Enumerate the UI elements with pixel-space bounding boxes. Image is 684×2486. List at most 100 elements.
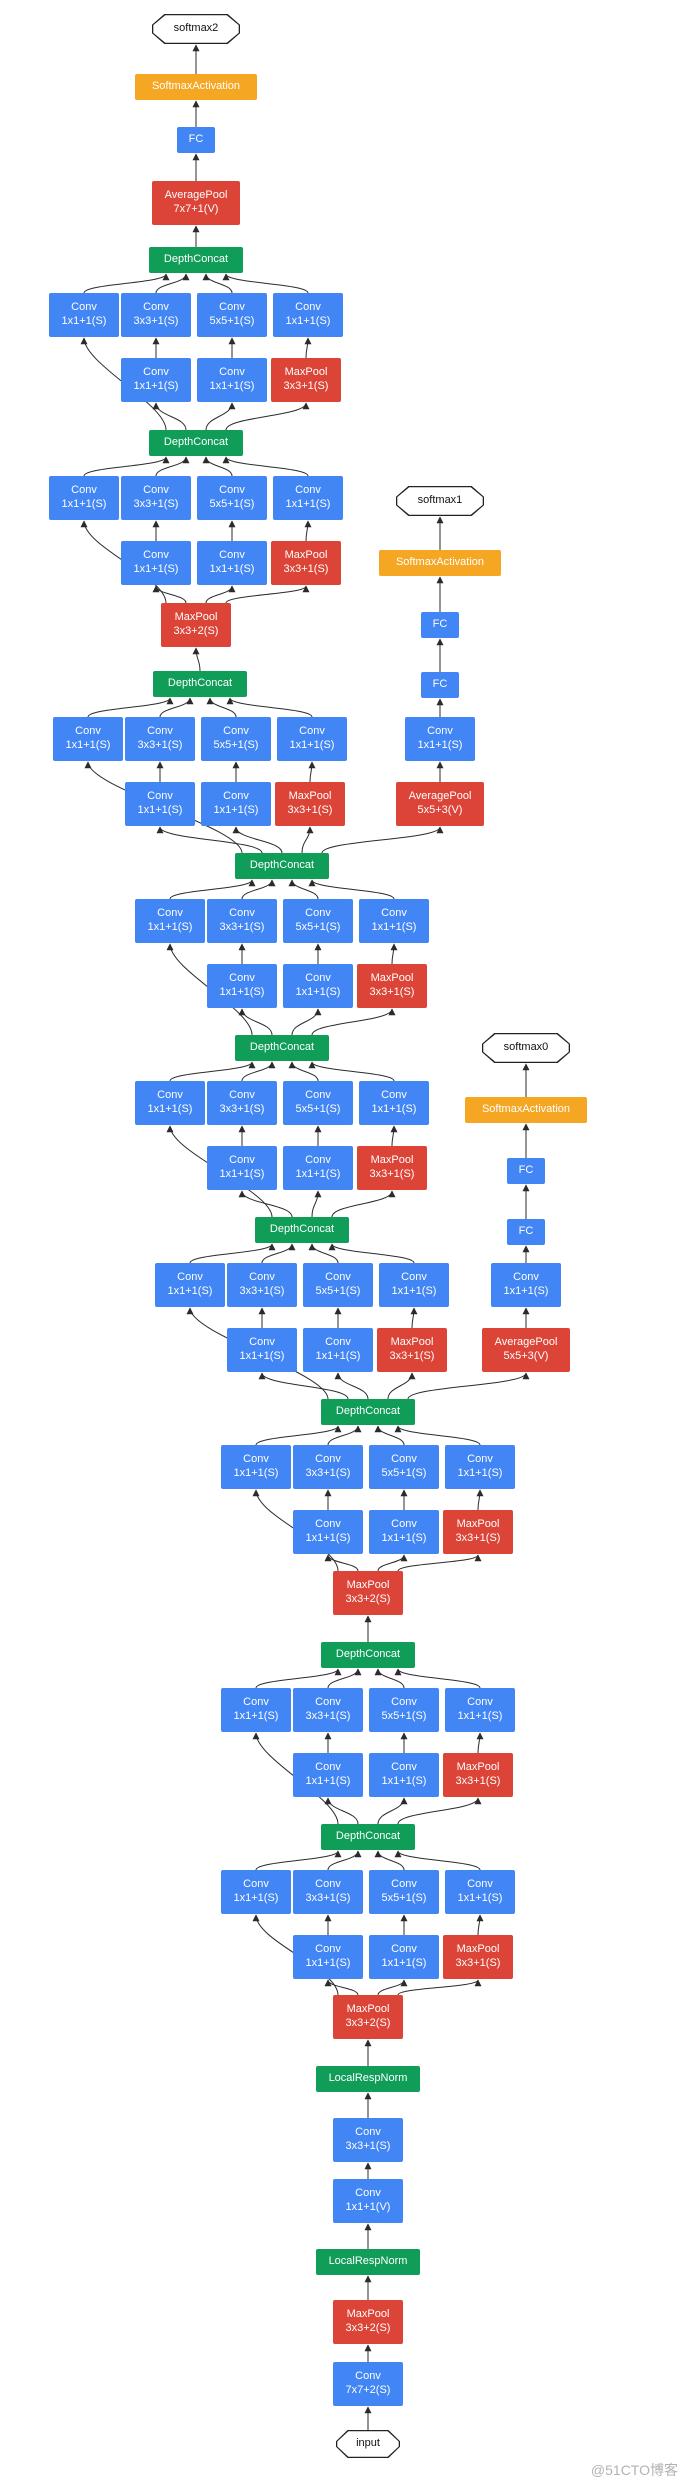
node-label: MaxPool (284, 549, 328, 562)
node-label: 1x1+1(S) (381, 1532, 427, 1544)
node-label: Conv (325, 1336, 351, 1349)
node-label: Conv (467, 1878, 493, 1891)
node-label: 1x1+1(S) (137, 804, 183, 816)
node-label: 5x5+3(V) (503, 1350, 549, 1362)
node-5a-concat: DepthConcat (149, 430, 243, 456)
node-label: FC (518, 1225, 534, 1238)
node-label: 1x1+1(S) (147, 1103, 193, 1115)
edge-4d-conv1x1-4d-concat (169, 879, 256, 900)
edge-pool3-4a-reduce3x3 (324, 1554, 359, 1572)
edge-4b-conv5x5-4b-concat (308, 1243, 339, 1264)
node-label: 3x3+1(S) (389, 1350, 435, 1362)
node-label: Conv (401, 1271, 427, 1284)
edge-4c-poolproj-4c-concat (308, 1061, 395, 1082)
node-label: Conv (219, 366, 245, 379)
node-label: Conv (71, 484, 97, 497)
node-label: FC (432, 678, 448, 691)
node-label: Conv (143, 366, 169, 379)
node-label: 3x3+1(S) (305, 1467, 351, 1479)
node-label: 1x1+1(S) (219, 1168, 265, 1180)
node-3b-concat: DepthConcat (321, 1642, 415, 1668)
edge-4a-conv5x5-4a-concat (374, 1425, 405, 1446)
node-label: Conv (219, 301, 245, 314)
node-label: 1x1+1(S) (305, 1775, 351, 1787)
node-label: 1x1+1(S) (503, 1285, 549, 1297)
node-label: MaxPool (346, 1579, 390, 1592)
node-label: AveragePool (408, 790, 472, 803)
edge-4a-conv1x1-4a-concat (255, 1425, 342, 1446)
node-label: SoftmaxActivation (151, 80, 241, 93)
node-label: DepthConcat (335, 1830, 401, 1843)
node-label: Conv (223, 790, 249, 803)
node-label: 3x3+1(S) (305, 1710, 351, 1722)
node-label: SoftmaxActivation (481, 1103, 571, 1116)
node-label: 1x1+1(S) (147, 921, 193, 933)
node-label: Conv (143, 549, 169, 562)
edge-4a-concat-aux0-avgpool (407, 1372, 530, 1400)
node-label: Conv (143, 484, 169, 497)
edge-4d-concat-aux1-avgpool (321, 826, 444, 854)
node-softmax0: softmax0 (482, 1033, 570, 1063)
edge-4d-concat-4e-reduce3x3 (156, 826, 263, 854)
node-label: Conv (75, 725, 101, 738)
node-label: MaxPool (390, 1336, 434, 1349)
node-label: DepthConcat (269, 1223, 335, 1236)
node-label: 1x1+1(S) (133, 563, 179, 575)
node-label: 1x1+1(S) (285, 315, 331, 327)
node-label: Conv (315, 1518, 341, 1531)
node-label: 1x1+1(S) (295, 986, 341, 998)
node-label: Conv (381, 1089, 407, 1102)
node-aux1-act: SoftmaxActivation (379, 550, 501, 576)
node-label: MaxPool (456, 1518, 500, 1531)
node-label: MaxPool (288, 790, 332, 803)
node-label: Conv (315, 1453, 341, 1466)
node-aux0-fc2: FC (507, 1158, 545, 1184)
node-label: MaxPool (456, 1943, 500, 1956)
node-label: 3x3+1(S) (287, 804, 333, 816)
node-label: 1x1+1(S) (391, 1285, 437, 1297)
edge-4d-conv3x3-4d-concat (241, 879, 276, 900)
edge-pool2-3a-pool (397, 1979, 482, 1996)
node-label: Conv (243, 1878, 269, 1891)
edge-4b-concat-4c-pool (331, 1190, 396, 1218)
node-label: 5x5+1(S) (381, 1710, 427, 1722)
edge-4b-conv1x1-4b-concat (189, 1243, 276, 1264)
node-label: Conv (391, 1761, 417, 1774)
edge-3b-conv3x3-3b-concat (327, 1668, 362, 1689)
node-label: 1x1+1(S) (457, 1710, 503, 1722)
edge-5a-conv3x3-5a-concat (155, 456, 190, 477)
edge-3a-pool-3a-poolproj (476, 1914, 484, 1936)
node-label: Conv (467, 1696, 493, 1709)
node-label: 5x5+1(S) (209, 498, 255, 510)
edge-4c-conv1x1-4c-concat (169, 1061, 256, 1082)
node-label: 1x1+1(V) (345, 2201, 391, 2213)
node-label: FC (432, 618, 448, 631)
node-label: DepthConcat (335, 1648, 401, 1661)
node-label: 1x1+1(S) (305, 1532, 351, 1544)
node-label: Conv (391, 1696, 417, 1709)
node-act-final: SoftmaxActivation (135, 74, 257, 100)
edge-4c-concat-4d-reduce3x3 (238, 1008, 273, 1036)
node-label: Conv (243, 1453, 269, 1466)
